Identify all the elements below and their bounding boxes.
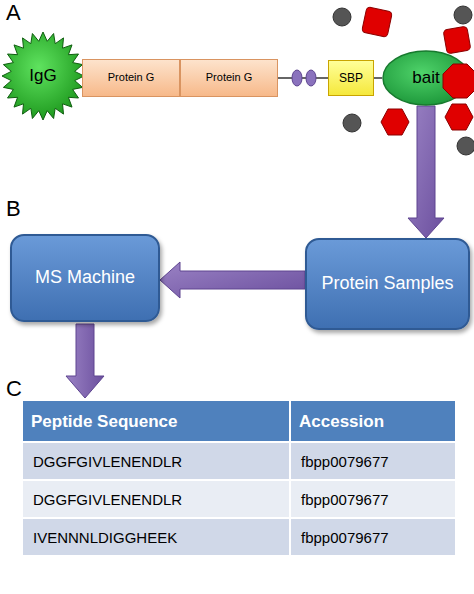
node-label: SBP bbox=[339, 71, 363, 85]
text-holder: SBP bbox=[339, 71, 363, 85]
panel-letter: C bbox=[6, 376, 36, 402]
tag-box: SBP bbox=[328, 60, 374, 96]
text-holder: MS Machine bbox=[29, 267, 141, 289]
text-holder: Protein G bbox=[206, 71, 252, 84]
table-cell: IVENNNLDIGGHEEK bbox=[22, 518, 290, 556]
prey-protein bbox=[445, 104, 473, 130]
flow-arrow bbox=[160, 262, 305, 298]
table-header-cell: Accession bbox=[290, 400, 456, 442]
linker-line bbox=[374, 77, 382, 79]
bait-ellipse: bait bbox=[382, 50, 470, 106]
background-protein bbox=[333, 8, 351, 26]
protein-g-box: Protein G bbox=[180, 59, 278, 97]
flow-arrow bbox=[66, 324, 104, 398]
background-protein bbox=[343, 114, 361, 132]
node-label: MS Machine bbox=[29, 267, 141, 289]
background-protein bbox=[457, 137, 474, 155]
process-box: Protein Samples bbox=[305, 238, 470, 330]
text-holder: Protein Samples bbox=[315, 273, 459, 295]
table-header-cell: Peptide Sequence bbox=[22, 400, 290, 442]
antibody-starburst: IgG bbox=[2, 32, 84, 120]
background-protein bbox=[454, 6, 472, 24]
text-holder: IgG bbox=[29, 66, 56, 86]
protein-g-box: Protein G bbox=[82, 59, 180, 97]
text-holder: Protein G bbox=[108, 71, 154, 84]
panel-letter: B bbox=[6, 196, 36, 222]
table-cell: fbpp0079677 bbox=[290, 518, 456, 556]
node-label: IgG bbox=[29, 66, 56, 86]
table-cell: fbpp0079677 bbox=[290, 442, 456, 480]
prey-protein bbox=[362, 7, 393, 38]
starburst-fill bbox=[2, 32, 84, 120]
node-label: Protein Samples bbox=[315, 273, 459, 295]
node-label: bait bbox=[412, 68, 439, 88]
ellipse-fill bbox=[383, 51, 469, 105]
prey-protein bbox=[381, 109, 409, 135]
panel-letter: A bbox=[6, 0, 36, 26]
node-label: Protein G bbox=[108, 71, 154, 84]
flow-arrow bbox=[408, 106, 444, 238]
text-holder: bait bbox=[412, 68, 439, 88]
linker-line bbox=[278, 77, 328, 79]
table-cell: fbpp0079677 bbox=[290, 480, 456, 518]
table-cell: DGGFGIVLENENDLR bbox=[22, 480, 290, 518]
linker-bead bbox=[306, 70, 316, 86]
linker-bead bbox=[292, 70, 302, 86]
table-cell: DGGFGIVLENENDLR bbox=[22, 442, 290, 480]
prey-protein bbox=[443, 26, 471, 54]
node-label: Protein G bbox=[206, 71, 252, 84]
process-box: MS Machine bbox=[10, 234, 160, 322]
